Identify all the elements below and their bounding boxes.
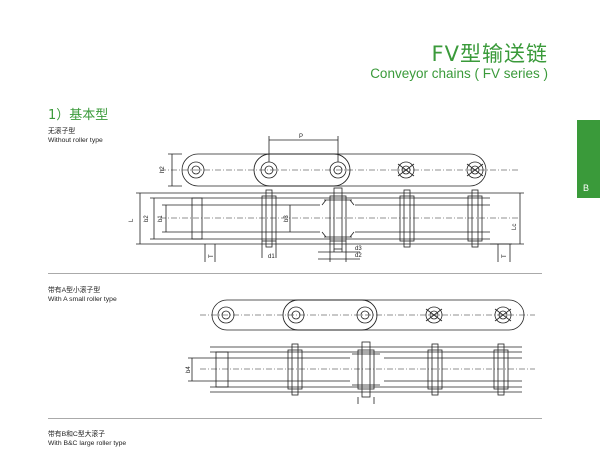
dim-label-h2: h2 <box>160 166 166 173</box>
type-label-en: With B&C large roller type <box>48 439 127 447</box>
chain-side-view-small-roller <box>200 299 535 331</box>
type-label-en: With A small roller type <box>48 295 117 303</box>
type-label-cn: 无滚子型 <box>48 128 76 135</box>
dim-label-L: L <box>129 218 135 222</box>
dim-label-b1: b1 <box>158 215 164 222</box>
page-title-en: Conveyor chains ( FV series ) <box>370 66 548 81</box>
dim-label-pitch: P <box>299 134 303 140</box>
section-divider <box>48 273 542 274</box>
page-title-cn: FV型输送链 <box>431 42 548 66</box>
dim-label-b2: b2 <box>144 215 150 222</box>
dim-label-d2: d2 <box>355 253 362 259</box>
section-divider <box>48 418 542 419</box>
chain-side-view-plain <box>160 136 520 187</box>
dim-label-T-right: T <box>502 254 508 258</box>
type-label-en: Without roller type <box>48 136 103 144</box>
type-label-cn: 带有A型小滚子型 <box>48 287 101 294</box>
dim-label-T-left: T <box>209 254 215 258</box>
chain-top-view-small-roller <box>188 341 535 404</box>
type-label-without-roller: 无滚子型 Without roller type <box>48 128 103 145</box>
type-label-cn: 带有B和C型大滚子 <box>48 431 106 438</box>
section-heading: 1）基本型 <box>48 108 109 123</box>
dim-label-d1: d1 <box>268 254 275 260</box>
chain-top-view-plain <box>136 187 524 262</box>
dim-label-d3: d3 <box>355 246 362 252</box>
chapter-tab-letter: B <box>583 183 590 193</box>
type-label-small-roller: 带有A型小滚子型 With A small roller type <box>48 287 117 304</box>
chapter-tab: B <box>577 120 600 198</box>
type-label-large-roller: 带有B和C型大滚子 With B&C large roller type <box>48 431 126 448</box>
dim-label-b3: b3 <box>284 215 290 222</box>
dim-label-Lc: Lc <box>512 224 518 230</box>
dim-label-b4: b4 <box>186 366 192 373</box>
